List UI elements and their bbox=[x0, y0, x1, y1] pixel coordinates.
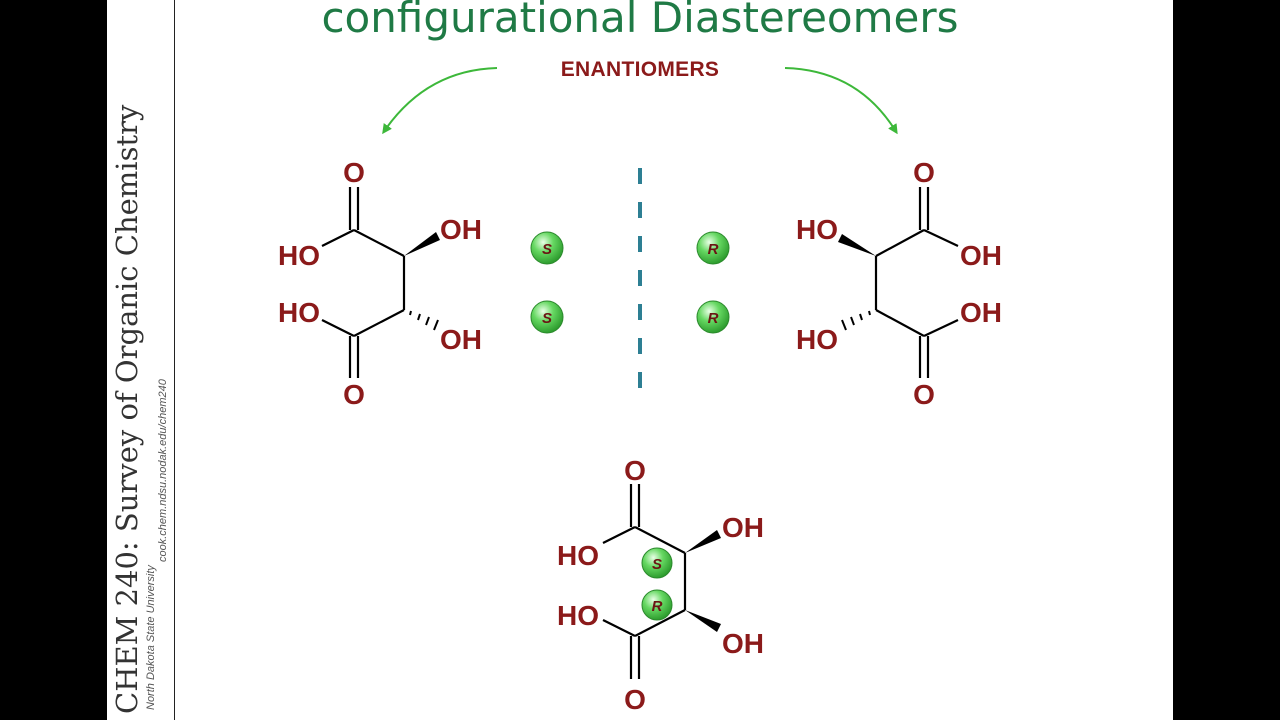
atom-oh: OH bbox=[440, 214, 482, 245]
molecule-left bbox=[321, 187, 406, 378]
atom-o: O bbox=[624, 684, 646, 715]
descriptor-label: S bbox=[542, 310, 552, 327]
wedge-bond bbox=[838, 234, 876, 256]
descriptor-ball: R bbox=[696, 300, 730, 334]
atom-ho: HO bbox=[557, 540, 599, 571]
sidebar-divider bbox=[174, 0, 175, 720]
descriptor-label: R bbox=[708, 310, 719, 327]
atom-ho: HO bbox=[796, 214, 838, 245]
atom-o: O bbox=[343, 379, 365, 410]
slide-title: configurational Diastereomers bbox=[321, 0, 959, 42]
atom-ho: HO bbox=[796, 324, 838, 355]
hash-bond bbox=[409, 310, 439, 331]
descriptor-label: R bbox=[652, 598, 663, 615]
descriptor-ball: R bbox=[696, 231, 730, 265]
slide: CHEM 240: Survey of Organic Chemistry No… bbox=[107, 0, 1173, 720]
molecule-meso bbox=[602, 484, 687, 679]
atom-ho: HO bbox=[278, 240, 320, 271]
wedge-bond bbox=[685, 610, 721, 632]
atom-oh: OH bbox=[440, 324, 482, 355]
descriptor-label: S bbox=[542, 241, 552, 258]
atom-o: O bbox=[624, 455, 646, 486]
descriptor-ball: R bbox=[641, 589, 673, 621]
descriptor-label: R bbox=[708, 241, 719, 258]
descriptor-ball: S bbox=[530, 300, 564, 334]
wedge-bond bbox=[685, 530, 721, 553]
wedge-bond bbox=[404, 232, 440, 256]
atom-o: O bbox=[913, 157, 935, 188]
descriptor-ball: S bbox=[641, 547, 673, 579]
atom-ho: HO bbox=[557, 600, 599, 631]
atom-oh: OH bbox=[722, 628, 764, 659]
atom-o: O bbox=[343, 157, 365, 188]
atom-oh: OH bbox=[960, 240, 1002, 271]
atom-oh: OH bbox=[722, 512, 764, 543]
arrow-right bbox=[784, 67, 898, 135]
atom-o: O bbox=[913, 379, 935, 410]
structures-canvas: O HO OH HO OH O S S R R bbox=[278, 67, 1002, 715]
atom-oh: OH bbox=[960, 297, 1002, 328]
descriptor-label: S bbox=[652, 556, 662, 573]
molecule-right bbox=[874, 187, 959, 378]
descriptor-ball: S bbox=[530, 231, 564, 265]
arrow-left bbox=[382, 67, 498, 135]
atom-ho: HO bbox=[278, 297, 320, 328]
hash-bond bbox=[841, 310, 871, 331]
enantiomers-label: ENANTIOMERS bbox=[560, 58, 720, 81]
